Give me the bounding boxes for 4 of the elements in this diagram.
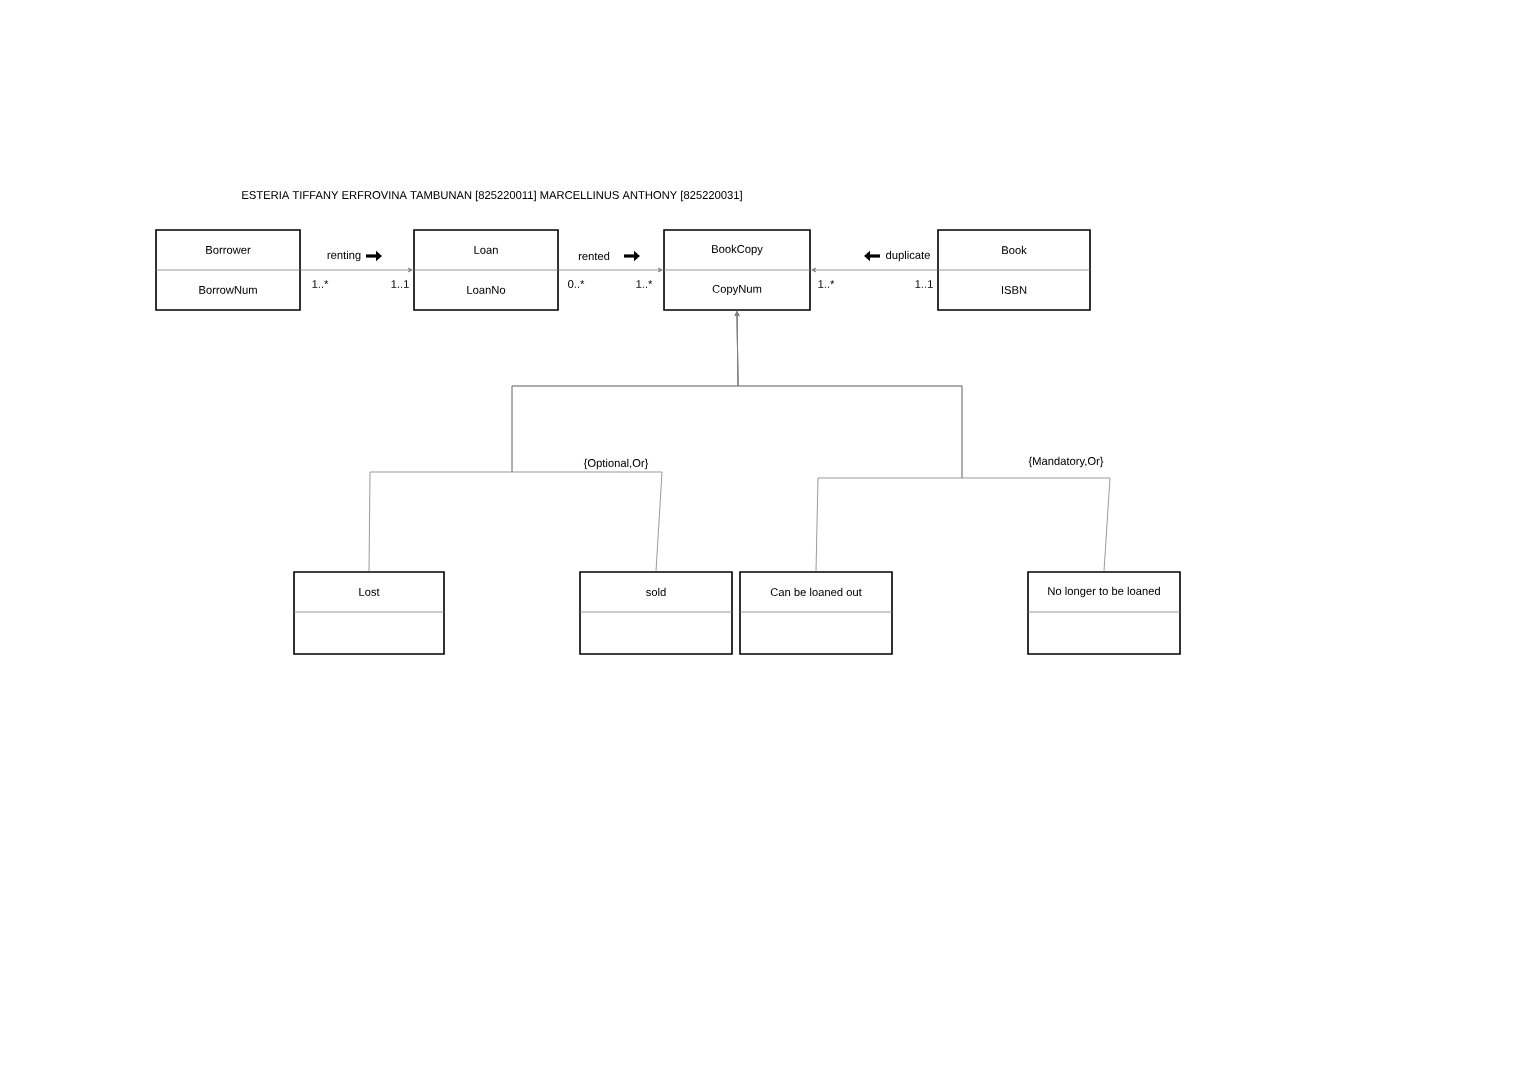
generalization-line [734, 311, 1111, 572]
association-line [811, 267, 938, 273]
association-line [558, 267, 663, 273]
association-line [300, 267, 413, 273]
